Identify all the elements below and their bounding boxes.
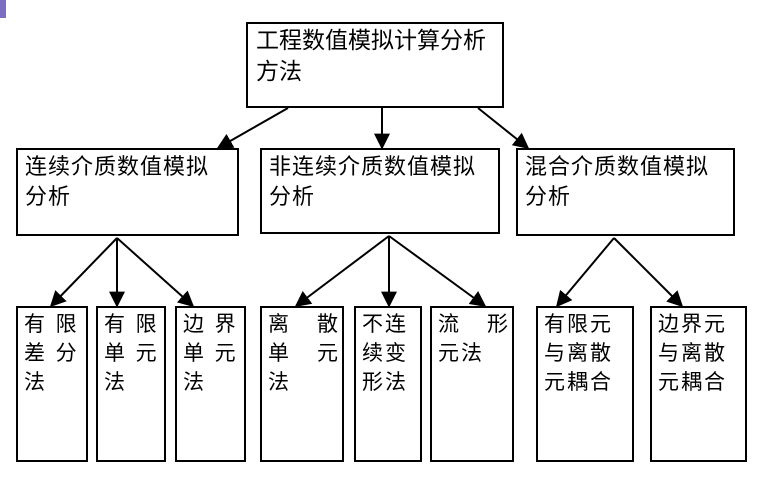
method-boundary-element: 边 界 单 元 法: [175, 306, 246, 462]
category-mixed: 混合介质数值模拟 分析: [516, 148, 735, 236]
category-label: 连续介质数值模拟 分析: [25, 155, 210, 210]
arrow-continuous-to-fdm: [49, 237, 118, 308]
arrow-root-to-mixed: [477, 107, 530, 149]
root-label: 工程数值模拟计算分析 方法: [256, 28, 486, 85]
arrow-discontinuous-to-dem: [294, 235, 390, 307]
category-label: 混合介质数值模拟 分析: [525, 155, 710, 210]
method-label: 离 散 单 元 法: [268, 312, 341, 394]
method-label: 不连 续变 形法: [362, 312, 408, 394]
method-label: 有 限 差 分 法: [24, 312, 79, 394]
method-discrete-element: 离 散 单 元 法: [260, 306, 344, 462]
method-label: 边界元 与离散 元耦合: [658, 312, 727, 394]
category-discontinuous: 非连续介质数值模拟 分析: [260, 148, 500, 234]
method-finite-element: 有 限 单 元 法: [96, 306, 166, 462]
slide-accent-mark: [0, 0, 6, 18]
method-fem-dem-coupling: 有限元 与离散 元耦合: [536, 306, 634, 462]
method-finite-difference: 有 限 差 分 法: [16, 306, 88, 462]
method-discontinuous-deformation: 不连 续变 形法: [354, 306, 422, 462]
method-label: 有 限 单 元 法: [104, 312, 159, 394]
category-label: 非连续介质数值模拟 分析: [269, 155, 477, 210]
method-manifold: 流 形 元法: [430, 306, 514, 462]
method-label: 边 界 单 元 法: [183, 312, 238, 394]
method-bem-dem-coupling: 边界元 与离散 元耦合: [650, 306, 747, 462]
arrow-discontinuous-to-nmm: [388, 235, 487, 307]
arrow-mixed-to-fem-dem: [555, 237, 615, 308]
root-node: 工程数值模拟计算分析 方法: [246, 22, 504, 108]
method-label: 有限元 与离散 元耦合: [544, 312, 613, 394]
arrow-continuous-to-bem: [116, 237, 195, 308]
category-continuous: 连续介质数值模拟 分析: [16, 148, 239, 236]
arrow-mixed-to-bem-dem: [613, 237, 684, 308]
arrow-root-to-continuous: [216, 107, 289, 149]
method-label: 流 形 元法: [438, 312, 511, 365]
